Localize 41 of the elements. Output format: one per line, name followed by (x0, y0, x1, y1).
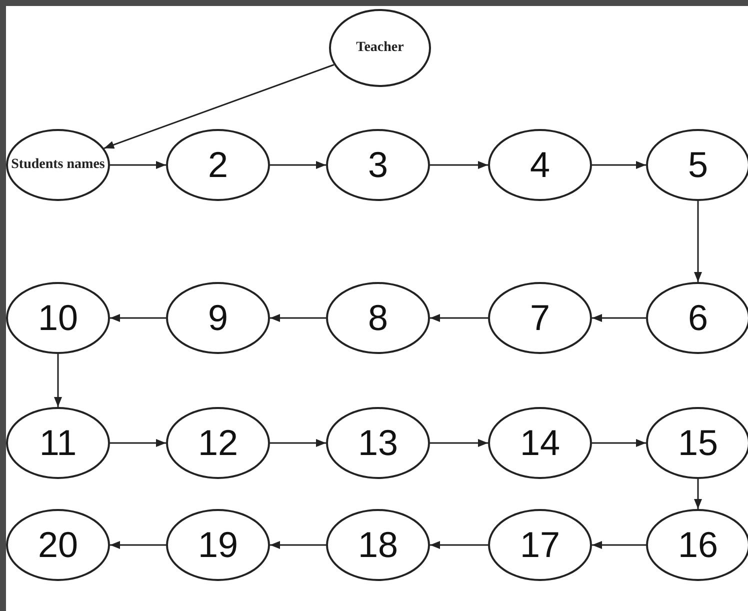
node-label: 15 (678, 422, 718, 464)
node-label: 13 (358, 422, 398, 464)
arrow (270, 541, 326, 549)
node-label: 14 (520, 422, 560, 464)
node-label: 16 (678, 524, 718, 566)
node-label: 10 (38, 297, 78, 339)
node-label: 8 (368, 297, 388, 339)
arrow (694, 479, 702, 509)
node-label: 7 (530, 297, 550, 339)
arrow (592, 439, 646, 447)
arrow (430, 314, 488, 322)
arrow (694, 201, 702, 282)
node-label: 2 (208, 144, 228, 186)
arrow (592, 161, 646, 169)
arrow (270, 161, 326, 169)
arrow (110, 161, 166, 169)
node-label: Teacher (356, 40, 404, 56)
node-label: 9 (208, 297, 228, 339)
node-label: 5 (688, 144, 708, 186)
arrow (110, 541, 166, 549)
arrow (270, 439, 326, 447)
arrow (54, 354, 62, 407)
arrow (104, 64, 334, 149)
arrow (592, 541, 646, 549)
arrow (110, 314, 166, 322)
node-label: 17 (520, 524, 560, 566)
arrow (430, 161, 488, 169)
node-label: 11 (39, 422, 77, 464)
arrow (270, 314, 326, 322)
node-label: 18 (358, 524, 398, 566)
node-label: 6 (688, 297, 708, 339)
arrow (430, 541, 488, 549)
node-label: 3 (368, 144, 388, 186)
node-label: 4 (530, 144, 550, 186)
arrow (110, 439, 166, 447)
node-label: 19 (198, 524, 238, 566)
node-label: 20 (38, 524, 78, 566)
node-label: 12 (198, 422, 238, 464)
arrow (430, 439, 488, 447)
arrow (592, 314, 646, 322)
node-label: Students names (11, 156, 105, 174)
